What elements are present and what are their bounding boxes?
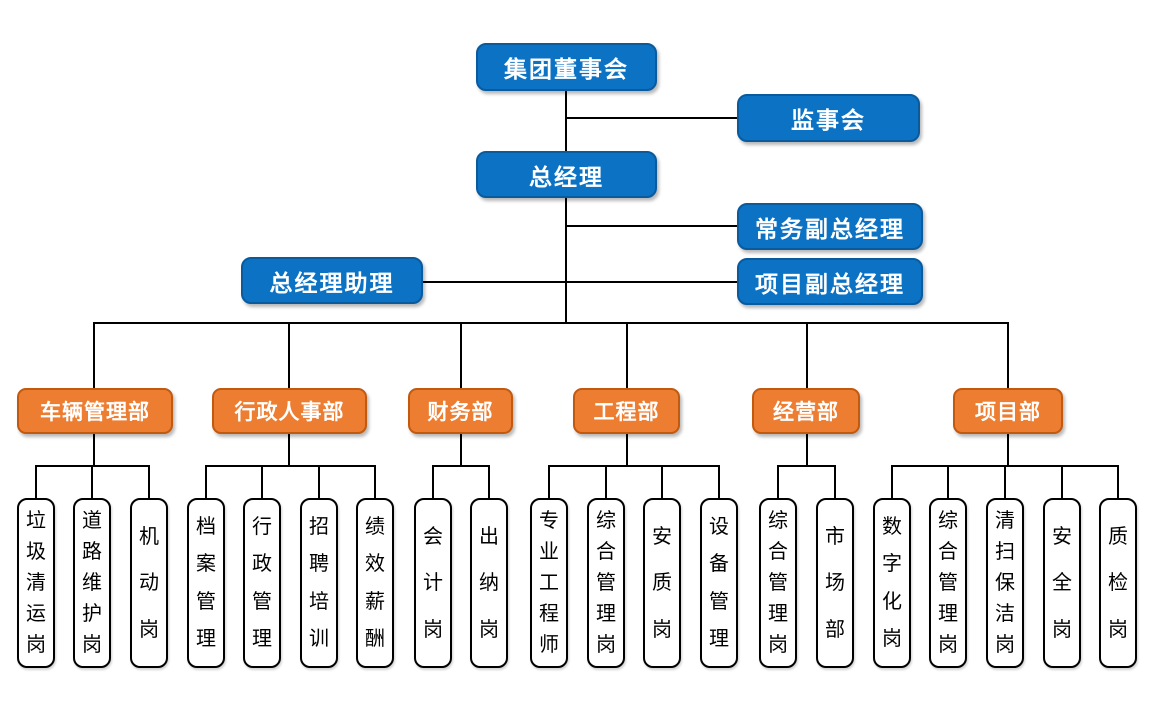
connector-line	[661, 465, 663, 499]
dept-operations: 经营部	[752, 388, 860, 434]
connector-line	[93, 322, 95, 388]
connector-line	[718, 465, 720, 499]
connector-line	[777, 465, 779, 499]
dept-project: 项目部	[953, 388, 1063, 434]
connector-line	[565, 198, 567, 324]
node-gm-assistant: 总经理助理	[241, 257, 423, 304]
position-box: 清扫保洁岗	[986, 498, 1024, 668]
dept-admin-hr: 行政人事部	[212, 388, 367, 434]
connector-line	[460, 322, 462, 388]
connector-line	[288, 322, 290, 388]
connector-line	[148, 465, 150, 499]
connector-line	[834, 465, 836, 499]
connector-bus-group	[777, 465, 835, 467]
position-box: 专业工程师	[530, 498, 568, 668]
connector-line	[548, 465, 550, 499]
connector-line	[806, 434, 808, 465]
connector-line	[93, 434, 95, 465]
position-box: 安全岗	[1043, 498, 1081, 668]
node-board-of-directors: 集团董事会	[476, 43, 657, 91]
position-box: 招聘培训	[300, 498, 338, 668]
position-box: 会计岗	[414, 498, 452, 668]
position-box: 设备管理	[700, 498, 738, 668]
connector-line	[1117, 465, 1119, 499]
connector-line	[1061, 465, 1063, 499]
position-box: 档案管理	[187, 498, 225, 668]
dept-vehicle-management: 车辆管理部	[17, 388, 173, 434]
position-box: 绩效薪酬	[356, 498, 394, 668]
connector-line	[35, 465, 37, 499]
connector-line	[91, 465, 93, 499]
position-box: 垃圾清运岗	[17, 498, 55, 668]
connector-bus-group	[205, 465, 375, 467]
node-supervisory-board: 监事会	[737, 94, 920, 142]
connector-line	[432, 465, 434, 499]
dept-finance: 财务部	[408, 388, 513, 434]
connector-line	[566, 225, 738, 227]
node-project-deputy-gm: 项目副总经理	[737, 258, 923, 305]
connector-line	[806, 322, 808, 388]
connector-line	[1007, 434, 1009, 465]
connector-line	[566, 117, 738, 119]
connector-line	[205, 465, 207, 499]
connector-bus-group	[432, 465, 489, 467]
position-box: 出纳岗	[470, 498, 508, 668]
connector-bus-group	[548, 465, 719, 467]
position-box: 安质岗	[643, 498, 681, 668]
position-box: 质检岗	[1099, 498, 1137, 668]
connector-line	[1007, 322, 1009, 388]
connector-line	[626, 322, 628, 388]
node-executive-deputy-gm: 常务副总经理	[737, 203, 923, 250]
position-box: 综合管理岗	[587, 498, 625, 668]
position-box: 行政管理	[243, 498, 281, 668]
position-box: 数字化岗	[873, 498, 911, 668]
connector-line	[288, 434, 290, 465]
position-box: 机动岗	[130, 498, 168, 668]
connector-line	[374, 465, 376, 499]
connector-line	[460, 434, 462, 465]
connector-line	[565, 91, 567, 151]
connector-line	[261, 465, 263, 499]
connector-line	[605, 465, 607, 499]
connector-line	[488, 465, 490, 499]
position-box: 市场部	[816, 498, 854, 668]
connector-line	[626, 434, 628, 465]
connector-line	[1004, 465, 1006, 499]
connector-line	[423, 281, 738, 283]
position-box: 综合管理岗	[929, 498, 967, 668]
position-box: 道路维护岗	[73, 498, 111, 668]
connector-line	[947, 465, 949, 499]
connector-line	[891, 465, 893, 499]
connector-line	[318, 465, 320, 499]
position-box: 综合管理岗	[759, 498, 797, 668]
node-general-manager: 总经理	[476, 151, 657, 198]
dept-engineering: 工程部	[573, 388, 680, 434]
connector-bus-main	[93, 322, 1008, 324]
